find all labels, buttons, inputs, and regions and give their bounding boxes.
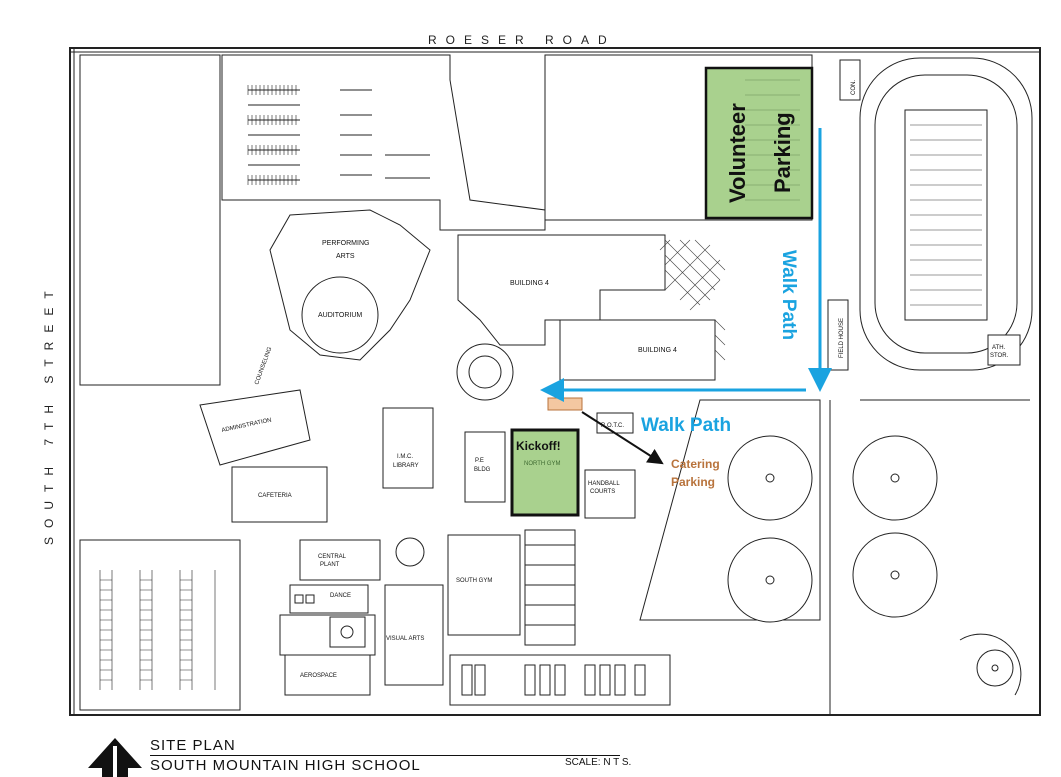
plant-label: PLANT [320, 562, 340, 568]
performing-arts-label-2: ARTS [336, 253, 355, 260]
stor-label: STOR. [990, 353, 1009, 359]
rotc-label: R.O.T.C. [601, 423, 624, 429]
pe-building [464, 431, 506, 503]
walk-path-vertical-label: Walk Path [778, 250, 799, 340]
ath-stor-building [987, 334, 1021, 366]
bldg-label: BLDG [474, 467, 491, 473]
parking-stall-ticks [247, 85, 297, 185]
catering-parking-spot[interactable] [547, 397, 583, 411]
walk-path-horizontal-label: Walk Path [641, 415, 731, 436]
ath-label: ATH. [992, 345, 1006, 351]
catering-parking-label: Parking [671, 475, 715, 489]
tennis-courts-south [449, 529, 671, 706]
cafeteria-label: CAFETERIA [258, 493, 292, 499]
volunteer-label: Volunteer [725, 103, 750, 203]
visual-arts-building [384, 584, 444, 686]
site-plan-title: SITE PLAN [150, 737, 236, 754]
ball-fields [639, 399, 1030, 715]
kickoff-label: Kickoff! [516, 439, 561, 453]
imc-label: I.M.C. [397, 454, 413, 460]
volunteer-parking-label: Parking [770, 112, 795, 193]
property-boundary [69, 47, 1041, 716]
field-house-label: FIELD HOUSE [839, 318, 845, 358]
central-plant-building [299, 539, 381, 581]
south-7th-street-label: SOUTH 7TH STREET [42, 282, 56, 545]
building-4-north [457, 234, 666, 346]
building-4-label-north: BUILDING 4 [510, 280, 549, 287]
north-gym-label: NORTH GYM [524, 461, 561, 467]
building-4-label-south: BUILDING 4 [638, 347, 677, 354]
roeser-road-label: ROESER ROAD [428, 33, 616, 47]
north-parking-lot [221, 54, 546, 231]
south-gym-building [447, 534, 521, 636]
building-4-south [559, 319, 716, 381]
dance-label: DANCE [330, 593, 351, 599]
west-lot [79, 54, 221, 386]
southwest-parking-stalls [99, 570, 216, 690]
handball-courts [584, 469, 636, 519]
central-label: CENTRAL [318, 554, 347, 560]
counseling-label: COUNSELING [254, 346, 273, 386]
school-name: SOUTH MOUNTAIN HIGH SCHOOL [150, 757, 421, 774]
north-gym-kickoff[interactable] [510, 428, 580, 517]
con-label: CON. [851, 80, 857, 95]
aerospace-building [284, 654, 371, 696]
cafeteria-building [231, 466, 328, 523]
north-arrow-icon [88, 738, 142, 777]
volunteer-parking-area[interactable] [704, 66, 814, 220]
performing-arts-label-1: PERFORMING [322, 240, 369, 247]
volunteer-parking-stalls [745, 79, 800, 201]
parking-stalls-north [248, 89, 430, 181]
administration-building [199, 389, 311, 466]
scale-label: SCALE: N T S. [565, 757, 632, 768]
crosshatch-plaza [659, 239, 726, 361]
fountain [395, 537, 425, 567]
pe-label: P.E [475, 458, 484, 464]
concessions [839, 59, 861, 101]
handball-label: HANDBALL [588, 481, 620, 487]
southwest-parking-lot [79, 539, 241, 711]
catering-label: Catering [671, 457, 720, 471]
aerospace-label: AEROSPACE [300, 673, 337, 679]
south-gym-label: SOUTH GYM [456, 578, 492, 584]
imc-library-building [382, 407, 434, 489]
northeast-lot [544, 54, 813, 221]
auditorium-building [301, 276, 379, 354]
library-label: LIBRARY [393, 463, 419, 469]
visual-arts-label: VISUAL ARTS [386, 636, 424, 642]
auditorium-label: AUDITORIUM [318, 312, 362, 319]
courts-label: COURTS [590, 489, 615, 495]
field-house [827, 299, 849, 371]
catering-arrow [581, 411, 664, 465]
title-block: SITE PLAN SOUTH MOUNTAIN HIGH SCHOOL [150, 738, 650, 774]
